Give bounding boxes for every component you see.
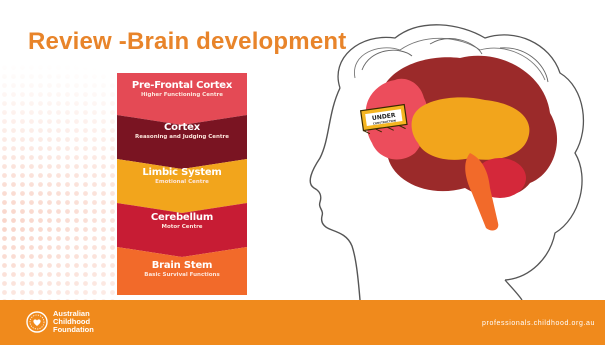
limbic-region	[411, 97, 530, 160]
sign-text-line1: UNDER	[372, 112, 397, 122]
layer-limbic-band	[117, 159, 247, 213]
layer-name: Brain Stem	[151, 260, 213, 271]
layer-cerebellum: Cerebellum Motor Centre	[117, 212, 247, 230]
layer-subtitle: Emotional Centre	[155, 179, 209, 185]
under-construction-sign: UNDER CONSTRUCTION	[359, 103, 408, 135]
org-line: Australian	[53, 309, 90, 318]
layer-subtitle: Reasoning and Judging Centre	[134, 134, 230, 140]
slide-title: Review -Brain development	[28, 28, 347, 55]
neck-line	[504, 279, 523, 300]
hair-lines	[337, 24, 585, 281]
layer-cortex: Cortex Reasoning and Judging Centre	[117, 122, 247, 140]
footer-website-link[interactable]: professionals.childhood.org.au	[482, 320, 595, 327]
layer-subtitle: Motor Centre	[161, 224, 203, 230]
layer-brainstem: Brain Stem Basic Survival Functions	[117, 260, 247, 278]
layer-subtitle: Basic Survival Functions	[144, 272, 220, 278]
dot-pattern-decoration	[0, 0, 120, 300]
layer-subtitle: Higher Functioning Centre	[141, 92, 223, 98]
footer-bar	[0, 300, 605, 345]
layer-name: Cerebellum	[150, 212, 214, 223]
head-profile-illustration: UNDER CONSTRUCTION	[309, 24, 585, 300]
layer-prefrontal: Pre-Frontal Cortex Higher Functioning Ce…	[117, 80, 247, 98]
layer-cortex-band	[117, 115, 247, 169]
layer-limbic: Limbic System Emotional Centre	[117, 167, 247, 185]
face-profile-line	[309, 87, 361, 300]
org-line: Childhood	[53, 317, 91, 326]
layer-brainstem-band	[117, 247, 247, 295]
layer-name: Cortex	[164, 122, 200, 133]
sign-text-line2: CONSTRUCTION	[373, 118, 396, 125]
layer-cerebellum-band	[117, 203, 247, 257]
heart-logo-icon	[26, 311, 48, 333]
layer-name: Pre-Frontal Cortex	[131, 80, 233, 91]
organisation-name: Australian Childhood Foundation	[53, 310, 94, 334]
org-line: Foundation	[53, 325, 94, 334]
brainstem-region	[465, 153, 499, 231]
layer-prefrontal-band	[117, 73, 247, 125]
brain-regions-panel	[117, 73, 247, 295]
layer-name: Limbic System	[142, 167, 222, 178]
